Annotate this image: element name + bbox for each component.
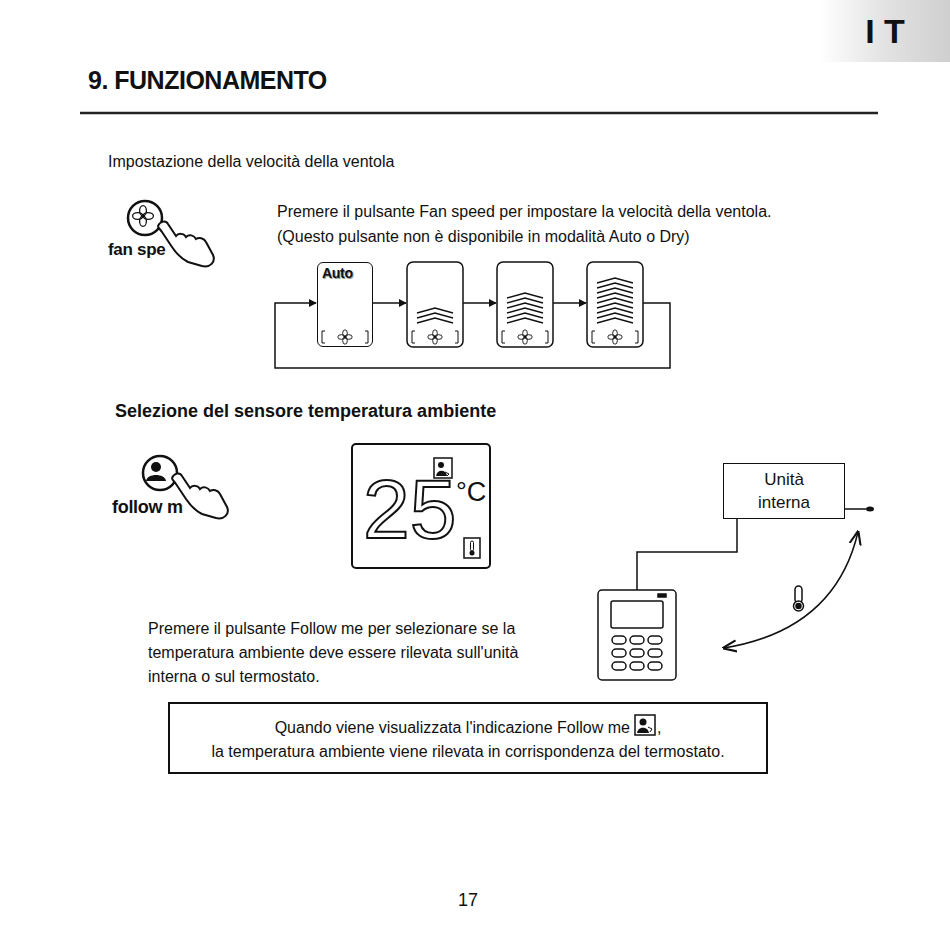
speed-chevron: [507, 293, 543, 298]
speed-chevron: [597, 283, 633, 288]
speed-chevron: [597, 278, 633, 283]
button-name: fan spe: [108, 240, 165, 260]
bracket-mark: [322, 331, 368, 343]
bracket-mark: [412, 331, 458, 343]
speed-chevron: [417, 313, 453, 318]
speed-chevron: [597, 308, 633, 313]
icon-head: [639, 719, 646, 726]
speed-chevron: [507, 313, 543, 318]
unit-name: Unità interna: [741, 468, 827, 514]
tab-text: I T: [865, 12, 905, 51]
note-text: ,: [657, 719, 661, 736]
fan-icon: [608, 330, 622, 344]
section-heading: Selezione del sensore temperatura ambien…: [115, 401, 496, 422]
section-heading: Impostazione della velocità della ventol…: [108, 153, 394, 171]
speed-chevron: [417, 318, 453, 323]
speed-chevron: [507, 303, 543, 308]
fan-icon: [518, 330, 532, 344]
language-tab: I T: [820, 0, 950, 62]
icon-signal: [648, 727, 652, 732]
temperature-unit: °C: [456, 479, 486, 506]
bracket-mark: [502, 331, 548, 343]
note-text: Quando viene visualizzata l'indicazione …: [275, 719, 630, 736]
note-line: Quando viene visualizzata l'indicazione …: [182, 714, 754, 740]
follow-me-icon: [634, 714, 656, 736]
lcd-display: 25°C: [351, 443, 491, 569]
icon-frame: [635, 715, 655, 735]
note-box: Quando viene visualizzata l'indicazione …: [168, 702, 768, 774]
icon-body: [637, 728, 649, 733]
page-title: 9. FUNZIONAMENTO: [88, 66, 327, 95]
note-line: la temperatura ambiente viene rilevata i…: [182, 740, 754, 764]
speed-chevron: [597, 303, 633, 308]
speed-chevron: [507, 308, 543, 313]
speed-chevron: [417, 308, 453, 313]
button-name: follow m: [112, 497, 183, 518]
speed-chevron: [507, 298, 543, 303]
instruction-text: Premere il pulsante Follow me per selezi…: [148, 617, 543, 689]
instruction-note: (Questo pulsante non è disponibile in mo…: [277, 228, 690, 246]
wired-controller: [598, 590, 676, 680]
thermometer-icon: [794, 586, 804, 611]
mode-name: Auto: [322, 265, 353, 281]
indoor-unit-box: Unità interna: [723, 463, 845, 519]
page-number: 17: [458, 890, 478, 911]
instruction-text: Premere il pulsante Fan speed per impost…: [277, 203, 772, 221]
note-text: la temperatura ambiente viene rilevata i…: [211, 743, 724, 760]
bracket-mark: [592, 331, 638, 343]
speed-chevron: [597, 313, 633, 318]
speed-chevron: [597, 288, 633, 293]
fan-icon: [338, 330, 352, 344]
speed-chevron: [597, 293, 633, 298]
speed-chevron: [507, 318, 543, 323]
speed-chevron: [597, 298, 633, 303]
speed-chevron: [597, 318, 633, 323]
temperature-digits: 25: [363, 467, 456, 551]
fan-icon: [428, 330, 442, 344]
mode-box: Auto: [317, 262, 373, 347]
